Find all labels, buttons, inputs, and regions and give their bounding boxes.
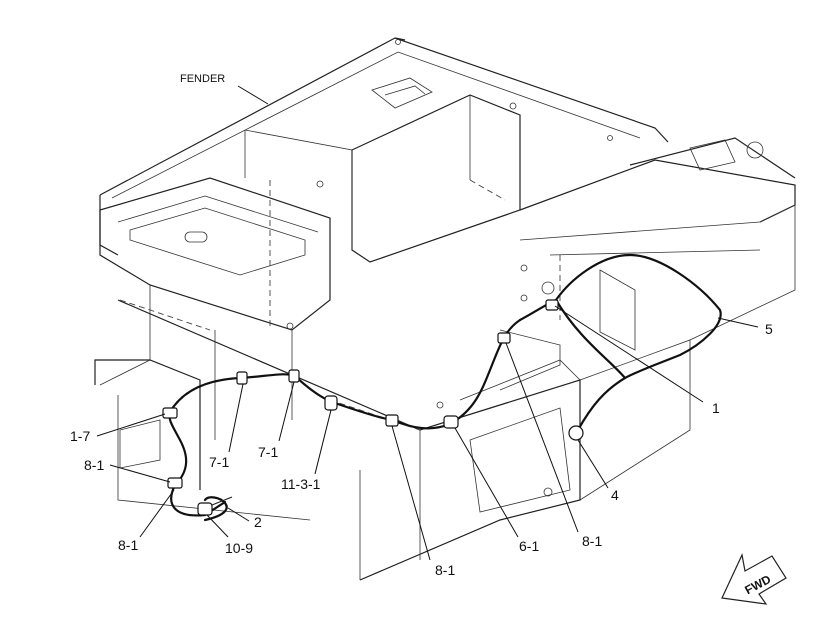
label-2: 2 bbox=[254, 514, 262, 530]
label-4: 4 bbox=[611, 487, 619, 503]
label-8-1-left: 8-1 bbox=[84, 457, 104, 473]
machine-body bbox=[94, 37, 796, 581]
label-5: 5 bbox=[765, 321, 773, 337]
fwd-label: FWD bbox=[742, 572, 773, 597]
label-8-1-lower: 8-1 bbox=[118, 537, 138, 553]
label-11-3-1: 11-3-1 bbox=[281, 476, 321, 492]
label-10-9: 10-9 bbox=[225, 540, 253, 556]
label-fender: FENDER bbox=[180, 73, 225, 85]
label-6-1: 6-1 bbox=[519, 538, 539, 554]
callouts: FENDER 1-7 8-1 8-1 7-1 7-1 11-3-1 10-9 2… bbox=[70, 73, 773, 578]
label-8-1-bottom: 8-1 bbox=[435, 562, 455, 578]
label-1-7: 1-7 bbox=[70, 428, 90, 444]
label-7-1-a: 7-1 bbox=[209, 454, 229, 470]
label-7-1-b: 7-1 bbox=[258, 444, 278, 460]
wiring-harness bbox=[168, 253, 722, 522]
wire-clips bbox=[162, 299, 584, 516]
fwd-arrow-icon: FWD bbox=[721, 553, 787, 605]
label-1: 1 bbox=[712, 400, 720, 416]
label-8-1-right: 8-1 bbox=[582, 533, 602, 549]
